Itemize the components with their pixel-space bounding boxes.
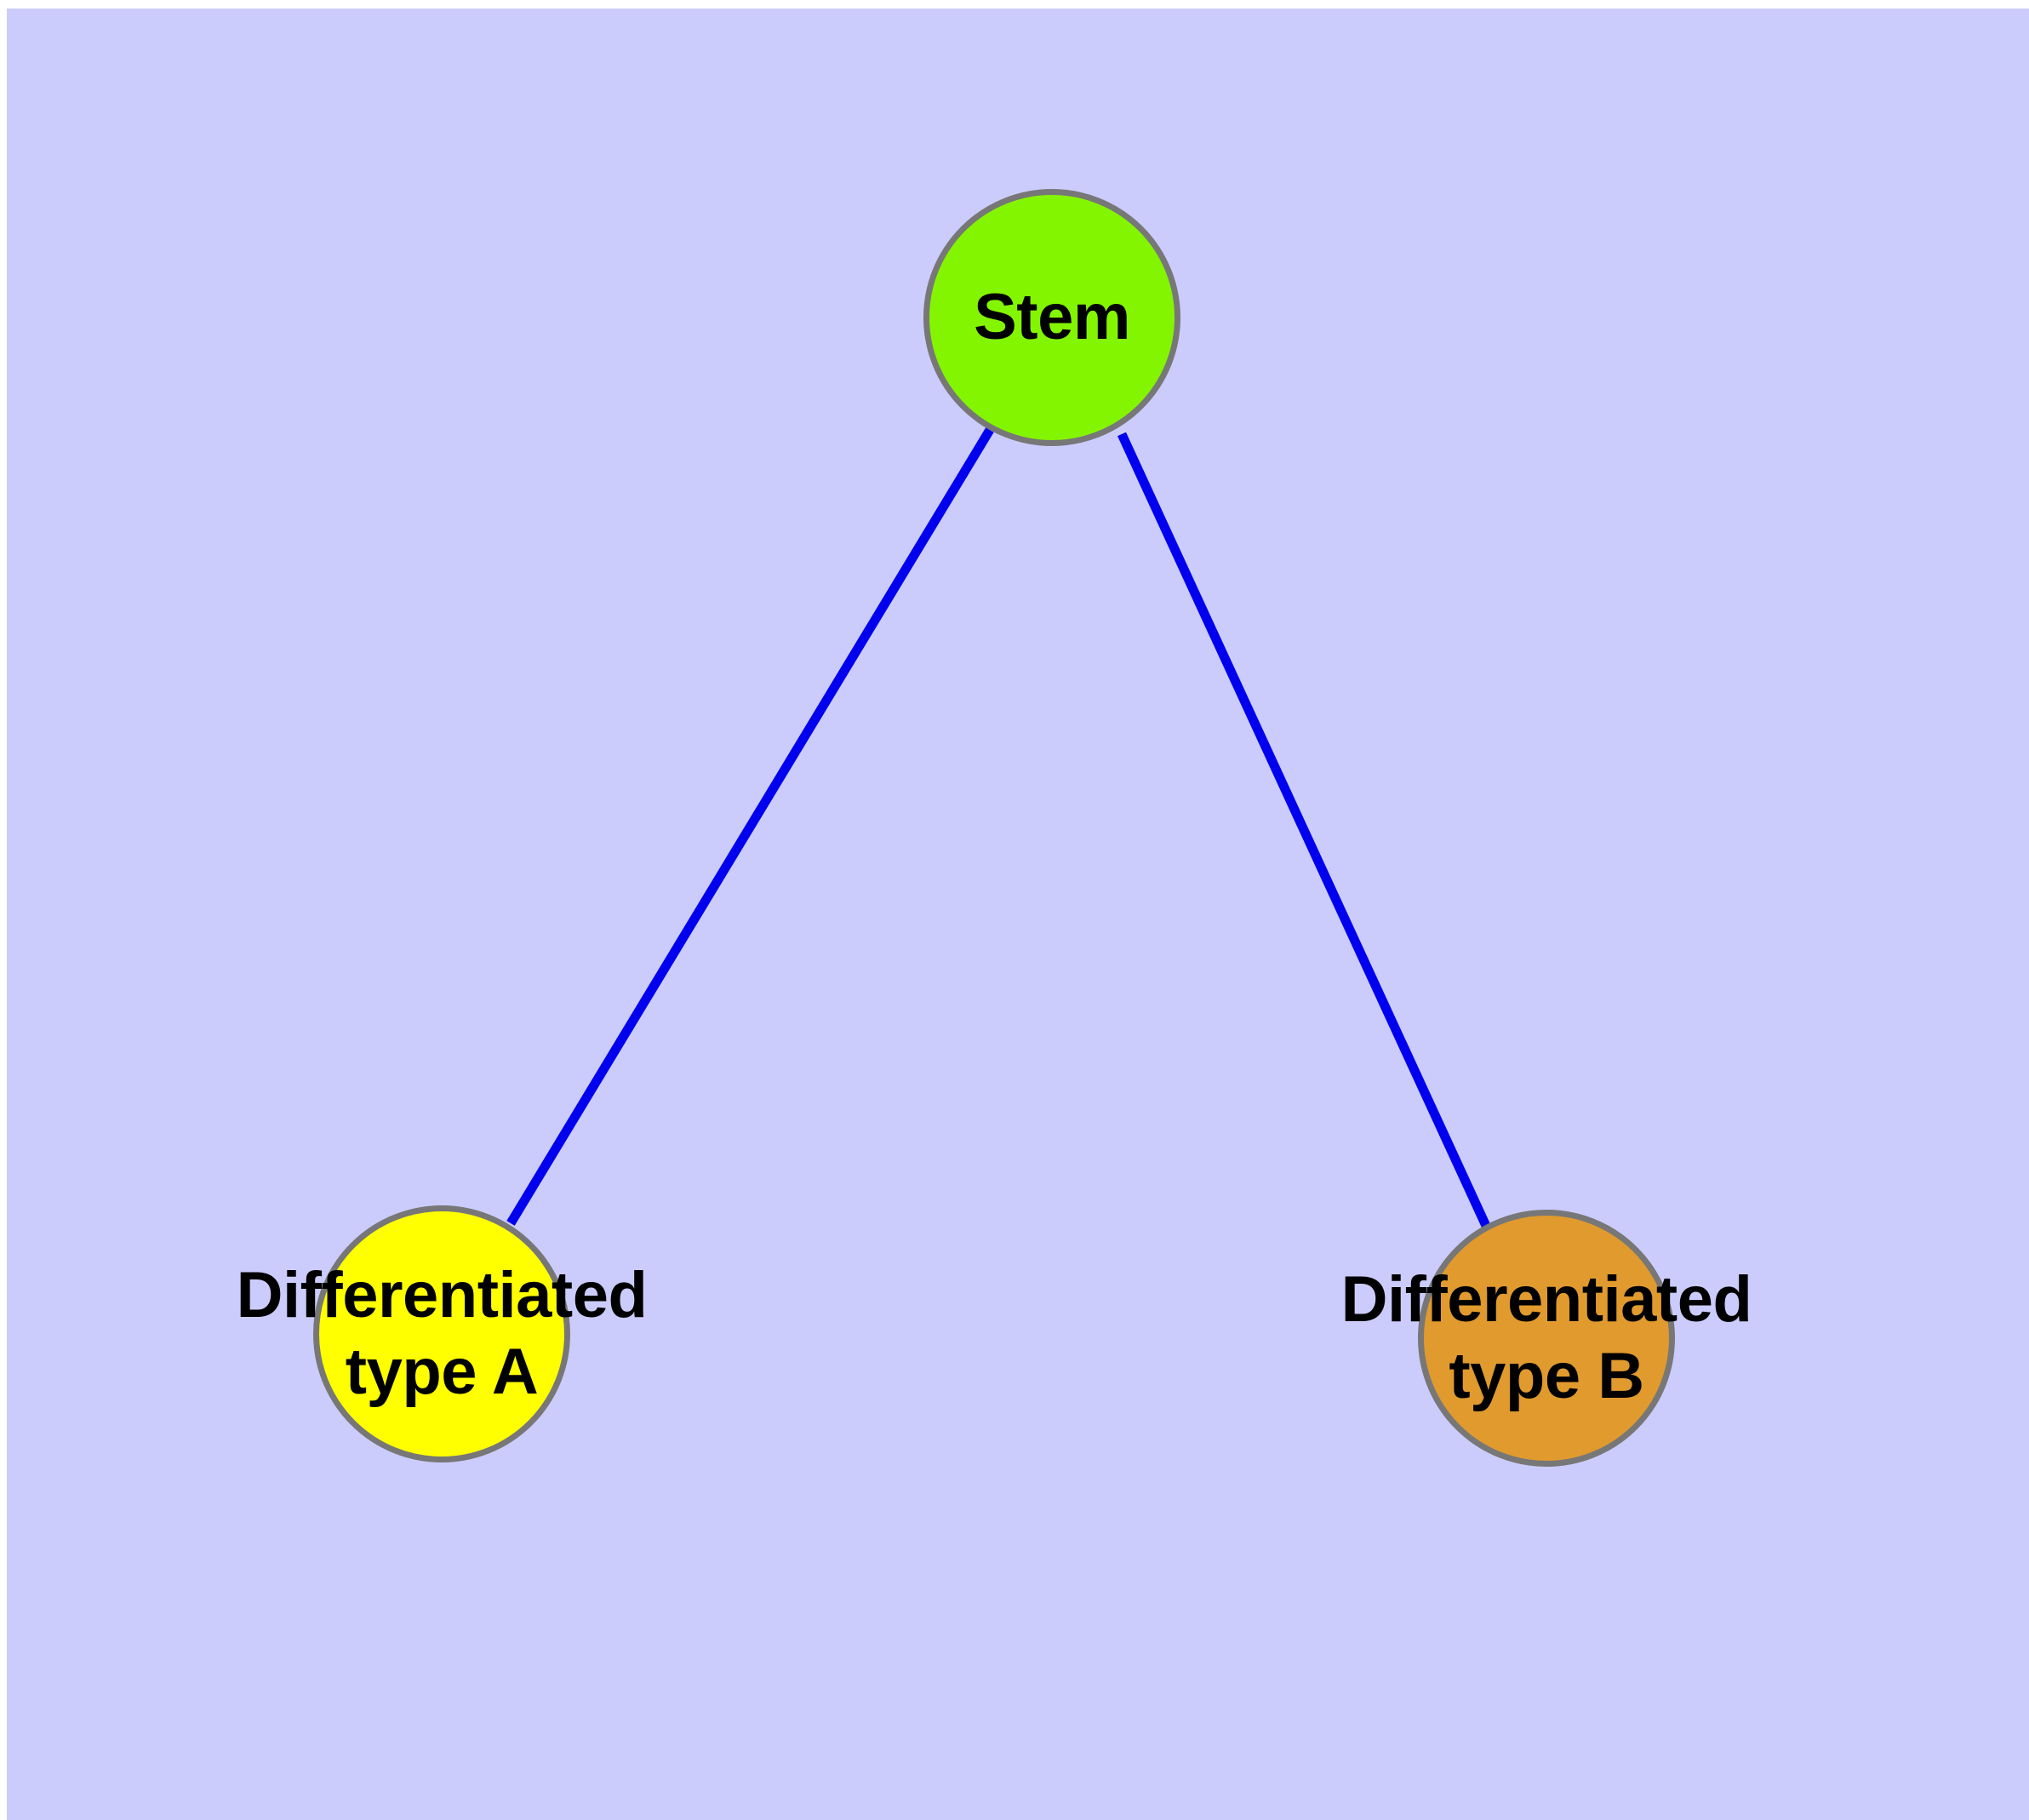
node-stem[interactable]: Stem <box>923 189 1180 446</box>
node-differentiated-type-b-circle[interactable] <box>1418 1210 1675 1467</box>
edge-stem-to-differentiated-type-b <box>1117 432 1490 1228</box>
node-differentiated-type-b-label: Differentiated type B <box>1341 1262 1752 1414</box>
node-differentiated-type-a-label-line1: Differentiated <box>236 1259 648 1332</box>
node-differentiated-type-b-label-line2: type B <box>1449 1340 1644 1412</box>
node-differentiated-type-b-label-line1: Differentiated <box>1340 1263 1752 1336</box>
node-differentiated-type-a[interactable]: Differentiated type A <box>237 1205 648 1462</box>
edge-stem-to-differentiated-type-a <box>506 427 994 1226</box>
node-stem-label: Stem <box>974 279 1130 356</box>
node-differentiated-type-b[interactable]: Differentiated type B <box>1341 1210 1752 1467</box>
node-stem-label-line1: Stem <box>974 281 1130 354</box>
node-differentiated-type-a-circle[interactable] <box>313 1205 570 1462</box>
node-stem-circle[interactable] <box>923 189 1180 446</box>
node-differentiated-type-a-label-line2: type A <box>345 1336 539 1408</box>
node-differentiated-type-a-label: Differentiated type A <box>237 1257 648 1410</box>
